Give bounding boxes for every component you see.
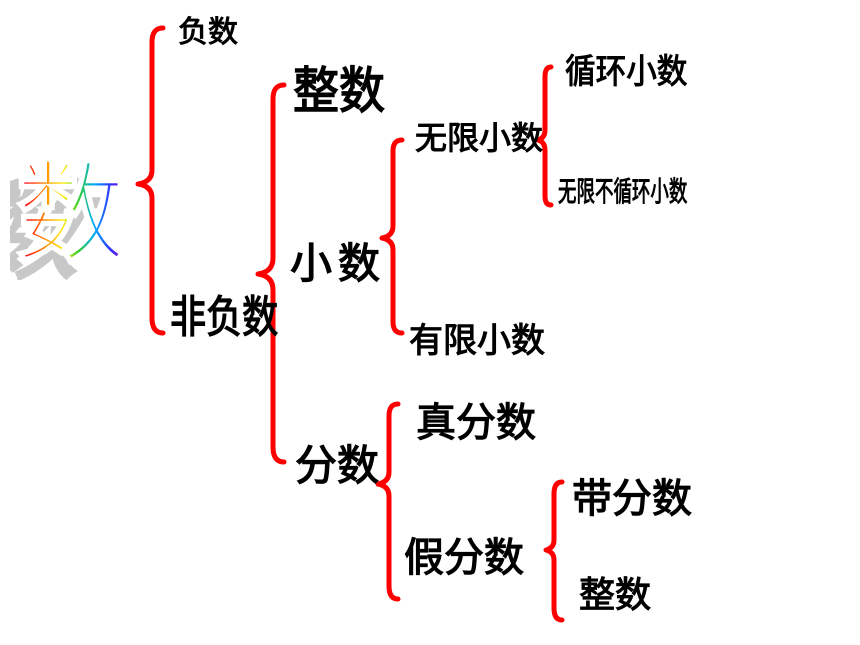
title-logo: 数 数 [0,140,150,296]
node-non-repeating-decimal: 无限不循环小数 [558,175,688,208]
title-text: 数 [16,150,126,278]
node-decimal: 小数 [290,239,387,288]
node-fraction: 分数 [295,441,380,490]
node-repeating-decimal: 循环小数 [565,52,688,92]
brace-root [135,25,166,336]
node-mixed-number: 带分数 [572,476,692,522]
node-non-negative: 非负数 [170,292,279,343]
node-infinite-decimal: 无限小数 [415,119,544,157]
node-proper-fraction: 真分数 [416,400,536,446]
node-improper-fraction: 假分数 [404,535,524,581]
brace-fraction [375,401,401,602]
node-integer: 整数 [293,62,385,120]
brace-improper [543,479,565,623]
node-negative: 负数 [178,15,238,50]
node-finite-decimal: 有限小数 [409,321,545,361]
brace-decimal [379,137,405,336]
title-graphic: 数 数 [0,149,127,296]
brace-non-negative [255,82,287,465]
node-integer-from-improper: 整数 [579,575,652,616]
brace-infinite [535,64,554,208]
